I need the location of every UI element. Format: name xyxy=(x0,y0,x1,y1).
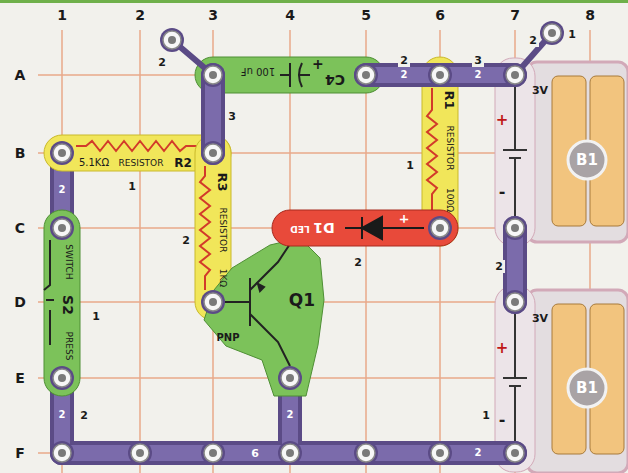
part-label: + xyxy=(312,58,324,72)
grid-coordinate: 5 xyxy=(359,7,373,23)
switch: SWITCH S2PRESS xyxy=(44,210,80,396)
grid-coordinate: E xyxy=(13,370,27,386)
grid-coordinate: 2 xyxy=(133,7,147,23)
level-number: 2 xyxy=(473,69,484,81)
level-number: 2 xyxy=(156,56,168,69)
level-number: 2 xyxy=(527,34,539,47)
level-number: 1 xyxy=(480,409,492,422)
level-number: 2 xyxy=(493,260,505,273)
grid-coordinate: 6 xyxy=(433,7,447,23)
part-label: 3V xyxy=(532,313,548,324)
level-number: 1 xyxy=(90,310,102,323)
level-number: 2 xyxy=(180,234,192,247)
level-number: 2 xyxy=(285,409,296,421)
resistor: 5.1KΩ RESISTOR R2 xyxy=(44,135,231,171)
part-label: 100Ω xyxy=(445,188,454,212)
part-label: 3V xyxy=(532,85,548,96)
resistor: R1RESISTOR 100Ω xyxy=(422,57,458,246)
level-number: 2 xyxy=(399,69,410,81)
grid-coordinate: 1 xyxy=(55,7,69,23)
level-number: 1 xyxy=(126,180,138,193)
part-label: Q1 xyxy=(289,292,315,309)
grid-coordinate: 8 xyxy=(583,7,597,23)
grid-coordinate: F xyxy=(13,445,27,461)
part-label: SWITCH xyxy=(64,244,73,279)
part-label: 100 uF xyxy=(241,66,275,76)
level-number: 1 xyxy=(566,28,578,41)
part-label: 5.1KΩ xyxy=(79,158,109,168)
level-number: 2 xyxy=(473,447,484,459)
capacitor: 100 uF C4+ xyxy=(195,57,384,93)
level-number: 6 xyxy=(249,447,261,460)
level-number: 2 xyxy=(57,184,68,196)
grid-coordinate: C xyxy=(13,220,27,236)
level-number: 2 xyxy=(352,256,364,269)
part-label: RESISTOR xyxy=(445,126,454,171)
level-number: 2 xyxy=(78,409,90,422)
led: LED D1 + xyxy=(272,210,458,246)
level-number: 2 xyxy=(398,54,410,67)
part-label: D1 xyxy=(313,221,334,235)
transistor: Q1PNP xyxy=(204,238,324,396)
part-label: R3 xyxy=(216,172,229,191)
grid-coordinate: A xyxy=(13,67,28,83)
part-label: C4 xyxy=(325,73,345,87)
part-label: + xyxy=(399,213,410,226)
part-label: RESISTOR xyxy=(119,159,164,168)
part-label: LED xyxy=(290,224,309,233)
grid-coordinate: 7 xyxy=(508,7,522,23)
battery-holder: 3V + - B1 xyxy=(495,286,628,473)
part-label: B1 xyxy=(576,153,598,168)
part-label: RESISTOR xyxy=(218,208,227,253)
level-number: 3 xyxy=(472,54,484,67)
part-label: - xyxy=(499,412,506,428)
part-label: B1 xyxy=(576,381,598,396)
part-label: S2 xyxy=(61,295,75,315)
part-label: R2 xyxy=(174,157,192,169)
grid-coordinate: 3 xyxy=(206,7,220,23)
part-label: - xyxy=(499,184,506,200)
level-number: 2 xyxy=(57,409,68,421)
level-number: 3 xyxy=(226,110,238,123)
level-number: 1 xyxy=(404,159,416,172)
grid-coordinate: B xyxy=(13,145,28,161)
grid-coordinate: D xyxy=(12,294,28,310)
part-label: PNP xyxy=(216,333,239,343)
part-label: PRESS xyxy=(64,332,73,361)
part-label: + xyxy=(496,341,509,356)
resistor: R3RESISTOR 1KΩ xyxy=(195,135,231,320)
part-label: + xyxy=(496,113,509,128)
battery-holder: 3V + - B1 xyxy=(495,58,628,246)
part-label: 1KΩ xyxy=(218,269,227,288)
grid-coordinate: 4 xyxy=(283,7,297,23)
part-label: R1 xyxy=(443,90,456,109)
